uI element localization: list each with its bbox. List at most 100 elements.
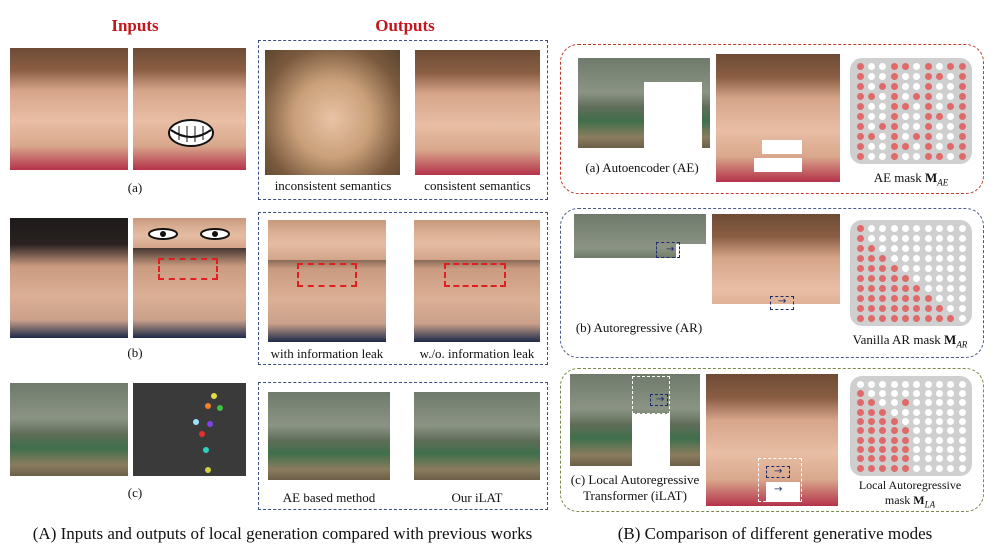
mask-dot [913, 314, 921, 322]
mask-dot [879, 274, 887, 282]
mask-dot [947, 399, 955, 407]
mask-dot [867, 112, 875, 120]
keypoint [199, 431, 205, 437]
input-pose-keypoints [133, 383, 246, 476]
ar-mask-text: Vanilla AR mask [852, 332, 941, 347]
mask-dot [913, 304, 921, 312]
mask-dot [879, 132, 887, 140]
mask-dot [901, 62, 909, 70]
mask-dot [935, 122, 943, 130]
lat-face: → → [706, 374, 838, 506]
mask-dot [867, 436, 875, 444]
mask-dot [901, 132, 909, 140]
mask-dot [924, 380, 932, 388]
mask-dot [856, 254, 864, 262]
mask-dot [958, 436, 966, 444]
mask-dot [924, 314, 932, 322]
outputs-header: Outputs [375, 16, 435, 35]
mask-dot [890, 142, 898, 150]
mask-dot [879, 389, 887, 397]
ar-face: → [712, 214, 840, 340]
mask-dot [901, 82, 909, 90]
mask-dot [958, 112, 966, 120]
mask-dot [890, 102, 898, 110]
mask-dot [935, 455, 943, 463]
mask-dot [867, 464, 875, 472]
mask-dot [856, 284, 864, 292]
mask-dot [947, 294, 955, 302]
mask-dot [935, 389, 943, 397]
mask-dot [924, 436, 932, 444]
keypoint [207, 421, 213, 427]
mask-dot [867, 142, 875, 150]
mask-dot [935, 427, 943, 435]
mask-dot [890, 427, 898, 435]
input-eye-region [158, 258, 218, 280]
lat-mask [850, 376, 972, 476]
ar-scene: → [574, 214, 706, 304]
mask-dot [890, 314, 898, 322]
mask-dot [913, 92, 921, 100]
mask-dot [901, 152, 909, 160]
mask-dot [901, 455, 909, 463]
mask-dot [867, 132, 875, 140]
mask-dot [890, 455, 898, 463]
mask-dot [924, 224, 932, 232]
mask-dot [913, 294, 921, 302]
mask-dot [924, 264, 932, 272]
mask-dot [935, 314, 943, 322]
lat-label-line2: Transformer (iLAT) [583, 488, 687, 503]
mask-dot [901, 92, 909, 100]
caption-A: (A) Inputs and outputs of local generati… [32, 524, 533, 543]
mask-dot [935, 399, 943, 407]
mask-dot [924, 274, 932, 282]
mask-dot [947, 284, 955, 292]
output-inconsistent-image [265, 50, 400, 175]
mask-dot [879, 314, 887, 322]
mask-dot [901, 445, 909, 453]
mask-dot [879, 464, 887, 472]
mask-dot [890, 62, 898, 70]
output-label-consistent: consistent semantics [424, 178, 531, 193]
mask-dot [913, 132, 921, 140]
mask-dot [890, 82, 898, 90]
mask-dot [947, 224, 955, 232]
mask-dot [947, 102, 955, 110]
mask-dot [924, 122, 932, 130]
mask-dot [901, 408, 909, 416]
mask-dot [879, 436, 887, 444]
mask-dot [879, 427, 887, 435]
input-face-sketch [133, 48, 246, 170]
mask-dot [890, 380, 898, 388]
ar-mask-label: Vanilla AR mask MAR [840, 332, 980, 350]
mask-dot [856, 244, 864, 252]
mask-dot [890, 399, 898, 407]
mask-dot [867, 254, 875, 262]
keypoint [193, 419, 199, 425]
mask-dot [958, 274, 966, 282]
mask-dot [867, 244, 875, 252]
mask-dot [913, 264, 921, 272]
lat-mask-label-line1: Local Autoregressive [858, 478, 962, 492]
mask-dot [913, 417, 921, 425]
mask-dot [924, 408, 932, 416]
inputs-header: Inputs [111, 16, 159, 35]
mask-dot [867, 122, 875, 130]
mask-dot [867, 427, 875, 435]
mask-dot [924, 284, 932, 292]
mask-dot [890, 464, 898, 472]
mask-dot [913, 244, 921, 252]
mask-dot [856, 464, 864, 472]
mask-dot [924, 399, 932, 407]
mask-dot [901, 72, 909, 80]
mask-dot [856, 122, 864, 130]
mask-dot [867, 264, 875, 272]
mask-dot [867, 408, 875, 416]
mask-dot [947, 62, 955, 70]
mask-dot [935, 92, 943, 100]
mask-dot [958, 427, 966, 435]
mask-dot [856, 142, 864, 150]
mask-dot [867, 380, 875, 388]
mask-dot [867, 445, 875, 453]
mask-dot [879, 254, 887, 262]
